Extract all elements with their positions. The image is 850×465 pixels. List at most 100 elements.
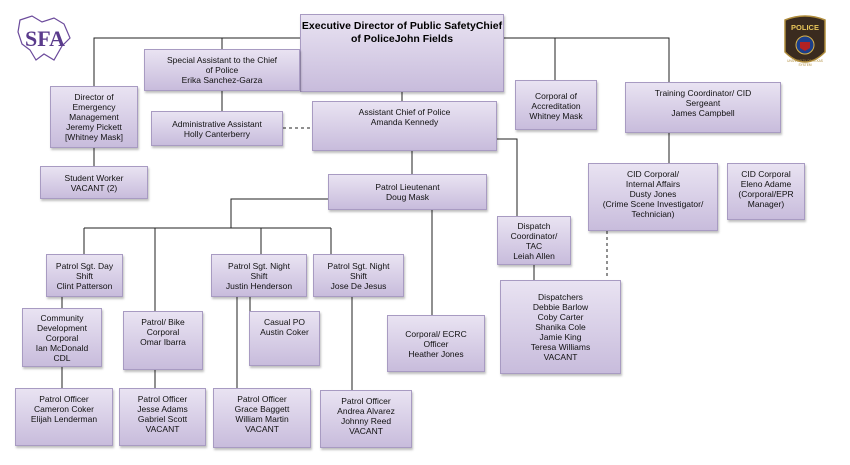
node-text-line: Eleno Adame xyxy=(740,179,792,189)
node-text-line: Erika Sanchez-Garza xyxy=(181,75,263,85)
node-text-line: VACANT xyxy=(245,424,279,434)
node-text-line: (Crime Scene Investigator/ xyxy=(602,199,704,209)
connector-lieutenant-sgts xyxy=(230,198,328,228)
node-text-line: Shift xyxy=(75,270,93,281)
node-text-line: Cameron Coker xyxy=(34,404,94,414)
node-text-line: Dusty Jones xyxy=(629,189,677,199)
node-text-line: Patrol Lieutenant xyxy=(375,182,440,192)
node-text-line: Justin Henderson xyxy=(225,280,293,291)
node-text-line: Administrative Assistant xyxy=(172,118,262,129)
node-text-line: Patrol Sgt. Day xyxy=(55,260,114,271)
node-text-line: Internal Affairs xyxy=(625,179,681,189)
node-text-line: Development xyxy=(36,322,88,333)
svg-text:SFA: SFA xyxy=(25,26,65,51)
node-text-line: Assistant Chief of Police xyxy=(358,107,451,117)
node-text-line: Patrol Officer xyxy=(341,396,391,406)
node-text-line: Management xyxy=(69,112,119,122)
node-text-line: Casual PO xyxy=(263,317,306,327)
node-text-line: CDL xyxy=(53,352,71,363)
connector-exec-left xyxy=(93,37,300,86)
node-text-line: Heather Jones xyxy=(408,348,464,359)
node-text-line: Coby Carter xyxy=(537,312,584,322)
node-text-line: Dispatch xyxy=(517,220,551,231)
node-text-line: of Police xyxy=(205,65,239,75)
connector-exec-right xyxy=(504,37,670,82)
node-text-line: Shift xyxy=(349,270,367,281)
node-text-line: Doug Mask xyxy=(386,192,429,202)
node-text-line: Training Coordinator/ CID xyxy=(654,88,752,98)
node-text-line: John Fields xyxy=(394,33,454,45)
node-text-line: CID Corporal/ xyxy=(627,169,679,179)
node-text-line: Elijah Lenderman xyxy=(30,414,98,424)
node-text-line: Andrea Alvarez xyxy=(337,406,395,416)
svg-text:POLICE: POLICE xyxy=(791,23,819,32)
node-text-line: James Campbell xyxy=(671,108,735,118)
node-text-line: Dispatchers xyxy=(538,292,583,302)
node-text-line: Shift xyxy=(250,270,268,281)
node-text-line: Corporal xyxy=(45,332,79,343)
node-text-line: Emergency xyxy=(72,102,116,112)
node-text-line: Student Worker xyxy=(64,172,124,183)
node-text-line: Shanika Cole xyxy=(535,322,586,332)
node-text-line: Debbie Barlow xyxy=(532,302,589,312)
node-text-line: Manager) xyxy=(747,199,785,209)
node-text-line: Corporal xyxy=(146,327,180,337)
node-text-line: Holly Canterberry xyxy=(183,128,251,139)
node-text-line: Chief of Police xyxy=(350,20,503,45)
node-text-line: Patrol Sgt. Night xyxy=(327,260,390,271)
node-text-line: Technician) xyxy=(631,209,675,219)
node-text-line: Corporal of xyxy=(534,91,578,101)
node-text-line: TAC xyxy=(525,240,543,251)
node-text-line: Ian McDonald xyxy=(35,342,89,353)
node-executive-director: Executive Director of Public SafetyChief… xyxy=(300,14,504,92)
node-text-line: Leiah Allen xyxy=(513,250,555,261)
node-text-line: VACANT xyxy=(543,352,578,362)
node-text-line: William Martin xyxy=(235,414,289,424)
node-text-line: Amanda Kennedy xyxy=(370,117,439,127)
node-text-line: Special Assistant to the Chief xyxy=(166,55,278,65)
node-text-line: Director of xyxy=(74,92,114,102)
connector-assistant-dispatch xyxy=(497,138,518,216)
node-text-line: VACANT xyxy=(145,424,180,434)
node-text-line: Corporal/ ECRC xyxy=(405,328,467,339)
node-text-line: Teresa Williams xyxy=(530,342,591,352)
node-text-line: Jamie King xyxy=(539,332,582,342)
police-badge-logo: POLICE xyxy=(784,15,826,63)
node-text-line: Patrol Officer xyxy=(137,394,188,404)
node-text-line: Coordinator/ xyxy=(510,230,558,241)
node-text-line: Johnny Reed xyxy=(340,416,392,426)
node-text-line: Patrol Officer xyxy=(39,394,89,404)
node-text-line: (Corporal/EPR xyxy=(738,189,794,199)
node-text-line: Grace Baggett xyxy=(234,404,290,414)
node-text-line: Clint Patterson xyxy=(56,280,113,291)
police-logo-subtext: UNIVERSITY OF TEXAS SYSTEM xyxy=(787,59,823,67)
node-text-line: Sergeant xyxy=(685,98,721,108)
node-text-line: Whitney Mask xyxy=(529,111,583,121)
node-text-line: Austin Coker xyxy=(260,327,309,337)
node-text-line: Officer xyxy=(423,338,449,349)
node-text-line: Community xyxy=(40,312,84,323)
node-text-line: VACANT (2) xyxy=(70,182,118,193)
node-text-line: Jeremy Pickett xyxy=(66,122,122,132)
node-text-line: Accreditation xyxy=(531,101,581,111)
node-text-line: Patrol/ Bike xyxy=(141,317,185,327)
